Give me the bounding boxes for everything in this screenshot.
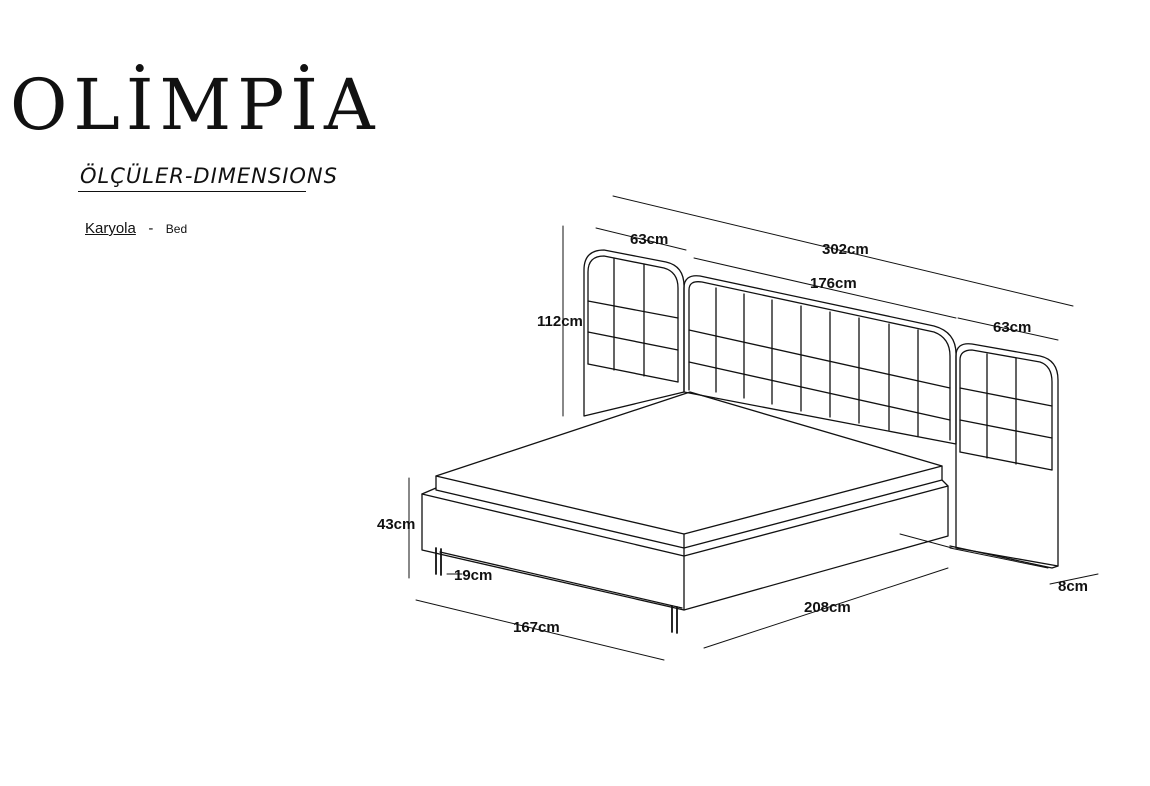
center-panel — [683, 275, 957, 445]
dimension-labels: 63cm 302cm 176cm 63cm 112cm 43cm 19cm 16… — [377, 231, 1088, 636]
subtitle-underline — [78, 191, 306, 192]
mattress — [435, 391, 943, 549]
right-side-panel — [949, 343, 1059, 569]
headboard-height-label: 112cm — [537, 313, 583, 330]
bed-width-label: 167cm — [513, 619, 560, 636]
total-width-label: 302cm — [822, 241, 869, 258]
caption-primary: Karyola — [85, 220, 136, 237]
dimension-lines — [408, 195, 1099, 661]
product-caption: Karyola - Bed — [85, 220, 187, 238]
brand-logo: OLİMPİA — [10, 64, 381, 146]
caption-separator: - — [148, 220, 154, 237]
bed-height-label: 43cm — [377, 516, 415, 533]
subtitle: ÖLÇÜLER-DIMENSIONS — [80, 164, 338, 188]
leg-height-label: 19cm — [454, 567, 492, 584]
bed-length-label: 208cm — [804, 599, 851, 616]
side-panel-left-label: 63cm — [630, 231, 668, 248]
side-panel-right-label: 63cm — [993, 319, 1031, 336]
bed-base — [421, 479, 949, 611]
center-panel-label: 176cm — [810, 275, 857, 292]
bed-legs — [435, 547, 678, 634]
left-side-panel — [583, 249, 685, 417]
caption-secondary: Bed — [165, 222, 188, 236]
panel-depth-label: 8cm — [1058, 578, 1088, 595]
